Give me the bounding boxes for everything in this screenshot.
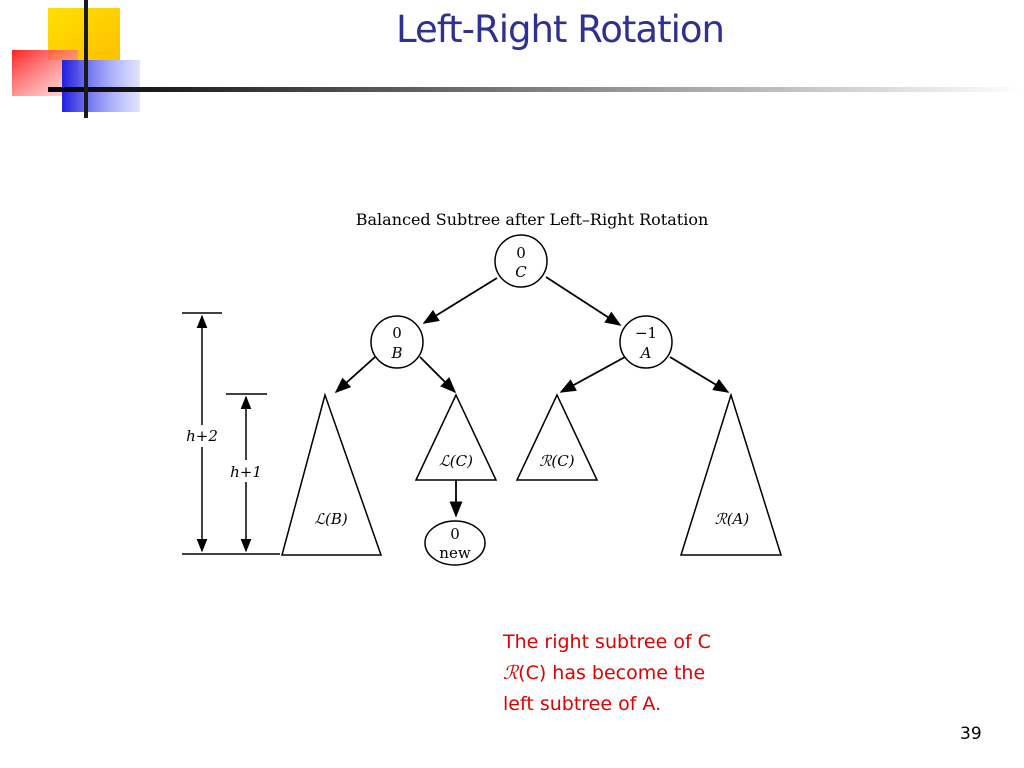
subtree-lb: ℒ(B) [281, 392, 383, 556]
slide-title: Left-Right Rotation [396, 8, 725, 51]
diagram-caption: Balanced Subtree after Left–Right Rotati… [356, 210, 709, 229]
node-a-label: A [639, 344, 652, 362]
edge-a-ra [669, 356, 730, 393]
height-label-outer: h+2 [186, 427, 218, 445]
subtree-lc-label: ℒ(C) [439, 452, 473, 470]
subtree-lc: ℒ(C) [414, 393, 498, 481]
explanation-note: The right subtree of C ℛ(C) has become t… [503, 627, 763, 720]
logo-horizontal-line [48, 87, 1024, 92]
subtree-rc-label: ℛ(C) [539, 452, 574, 470]
slide-logo [12, 0, 1024, 118]
edge-b-lb [334, 356, 376, 394]
height-marker-inner [226, 393, 267, 553]
node-c-balance: 0 [516, 244, 526, 262]
node-a-balance: −1 [635, 324, 657, 342]
edge-c-b [422, 277, 498, 324]
edge-a-rc [559, 356, 626, 393]
height-label-inner: h+1 [230, 463, 262, 481]
node-b-balance: 0 [392, 324, 402, 342]
node-new-label: new [439, 544, 471, 562]
note-line-1: The right subtree of C [503, 631, 711, 653]
note-line-2: ℛ(C) has become the [503, 658, 763, 689]
node-c-label: C [515, 263, 527, 281]
node-new-balance: 0 [450, 525, 460, 543]
subtree-ra-label: ℛ(A) [715, 510, 750, 528]
note-line-3: left subtree of A. [503, 693, 662, 715]
edge-c-a [545, 276, 622, 326]
page-number: 39 [960, 724, 982, 744]
node-a: −1 A [619, 315, 673, 369]
node-new: 0 new [424, 520, 486, 566]
note-script-symbol: ℛ [503, 662, 519, 684]
subtree-ra: ℛ(A) [679, 392, 783, 556]
note-line-2-text: (C) has become the [518, 662, 706, 684]
edge-b-lc [419, 356, 457, 394]
node-c: 0 C [494, 234, 548, 288]
logo-blue-square [62, 60, 140, 112]
height-marker-outer [182, 312, 280, 555]
subtree-lb-label: ℒ(B) [314, 510, 348, 528]
subtree-rc: ℛ(C) [515, 393, 599, 481]
node-b-label: B [390, 344, 402, 362]
tree-edges [334, 276, 730, 518]
node-b: 0 B [370, 315, 424, 369]
logo-vertical-line [84, 0, 88, 118]
